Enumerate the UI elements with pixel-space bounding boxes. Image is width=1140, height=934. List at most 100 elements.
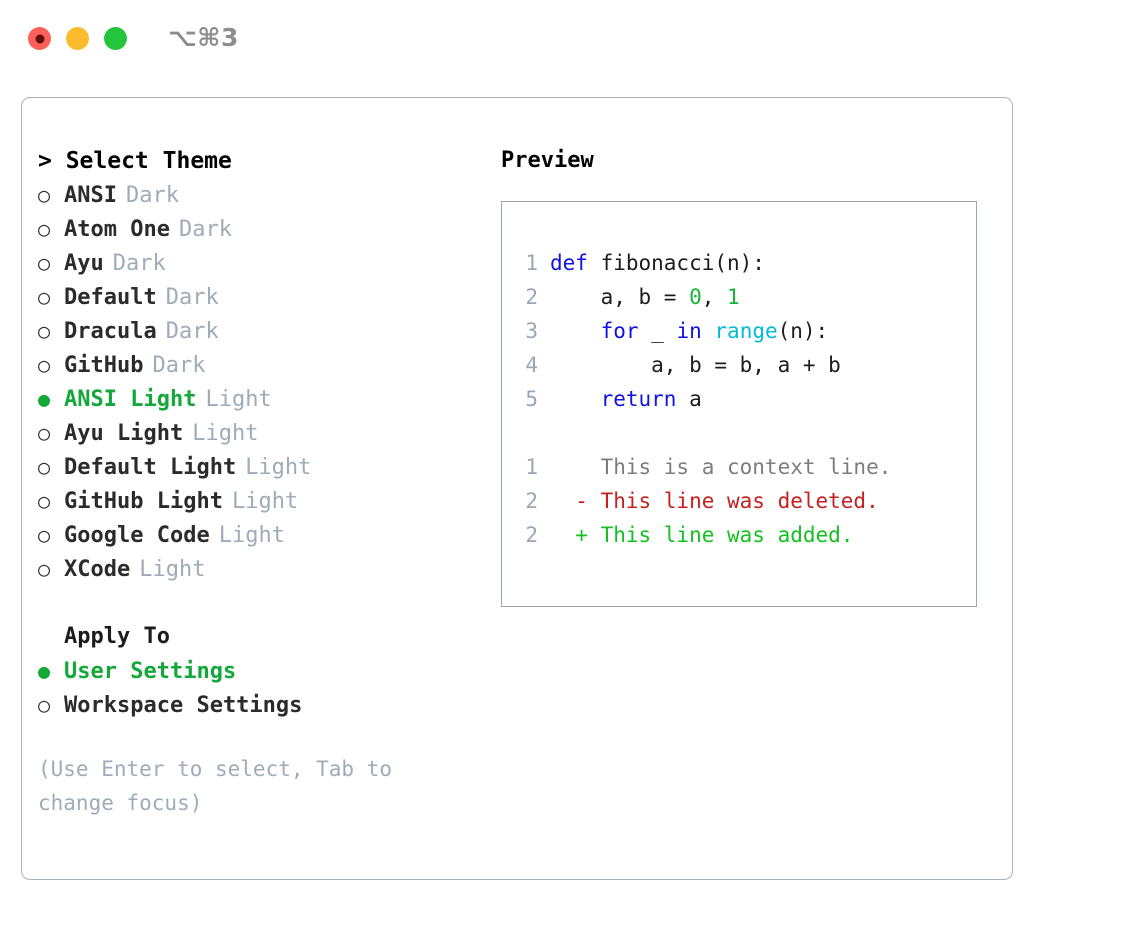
- theme-option-label: Google Code: [64, 523, 210, 548]
- theme-option-github[interactable]: ○ GitHub Dark: [38, 348, 478, 382]
- radio-selected-icon: ●: [38, 387, 51, 411]
- apply-to-option-label: User Settings: [64, 659, 237, 684]
- theme-option-label: ANSI: [64, 183, 117, 208]
- diff-line-text: + This line was added.: [550, 523, 854, 547]
- diff-line-context: 1 This is a context line.: [502, 450, 976, 484]
- theme-option-category: Dark: [165, 285, 219, 310]
- code-token-plain: ,: [701, 285, 728, 309]
- apply-to-option-list: ● User Settings ○Workspace Settings: [38, 654, 478, 722]
- code-token-plain: a: [676, 387, 702, 411]
- diff-line-number: 2: [525, 489, 538, 513]
- code-diff-spacer: [502, 416, 976, 450]
- theme-option-label: GitHub: [64, 353, 144, 378]
- apply-to-option-workspace-settings[interactable]: ○Workspace Settings: [38, 688, 478, 722]
- theme-option-ansi-light[interactable]: ● ANSI Light Light: [38, 382, 478, 416]
- code-token-plain: [550, 319, 601, 343]
- code-token-plain: a, b =: [550, 285, 690, 309]
- theme-option-category: Light: [231, 489, 299, 514]
- apply-to-option-user-settings[interactable]: ● User Settings: [38, 654, 478, 688]
- code-token-kw: return: [600, 387, 677, 411]
- diff-line-number: 2: [525, 523, 538, 547]
- theme-option-category: Dark: [165, 319, 219, 344]
- radio-selected-icon: ●: [38, 659, 51, 683]
- theme-option-label: Ayu Light: [64, 421, 184, 446]
- radio-unselected-icon: ○: [38, 353, 51, 377]
- code-line-number: 5: [525, 387, 538, 411]
- theme-option-category: Light: [205, 387, 272, 412]
- code-line: 2 a, b = 0, 1: [502, 280, 976, 314]
- radio-unselected-icon: ○: [38, 183, 51, 207]
- code-line: 3 for _ in range(n):: [502, 314, 976, 348]
- theme-option-label: Dracula: [64, 319, 157, 344]
- code-line-text: def fibonacci(n):: [550, 246, 765, 280]
- code-token-plain: [550, 387, 601, 411]
- theme-option-label: Ayu: [64, 251, 104, 276]
- select-theme-heading: > Select Theme: [38, 148, 232, 174]
- code-token-kw: def: [550, 251, 601, 275]
- code-token-kw: in: [676, 319, 702, 343]
- theme-option-category: Dark: [178, 217, 232, 242]
- keyboard-shortcut-label: ⌥⌘3: [168, 23, 239, 52]
- code-line-text: for _ in range(n):: [550, 314, 829, 348]
- section-spacer: [38, 586, 478, 620]
- diff-line-text: This is a context line.: [550, 455, 892, 479]
- code-token-kw: for: [600, 319, 639, 343]
- theme-option-category: Light: [245, 455, 312, 480]
- diff-line-del: 2 - This line was deleted.: [502, 484, 976, 518]
- title-bar: ⌥⌘3: [0, 0, 1140, 78]
- theme-option-category: Dark: [125, 183, 179, 208]
- code-token-plain: _: [638, 319, 677, 343]
- radio-unselected-icon: ○: [38, 489, 51, 513]
- code-line-number: 4: [525, 353, 538, 377]
- code-token-plain: (n):: [777, 319, 829, 343]
- radio-unselected-icon: ○: [38, 217, 51, 241]
- radio-unselected-icon: ○: [38, 285, 51, 309]
- code-token-plain: fibonacci(n):: [600, 251, 765, 275]
- minimize-button-icon[interactable]: [66, 27, 89, 50]
- code-line-text: a, b = b, a + b: [550, 348, 841, 382]
- theme-option-label: Atom One: [64, 217, 170, 242]
- diff-line-add: 2 + This line was added.: [502, 518, 976, 552]
- keyboard-hint-text: (Use Enter to select, Tab to change focu…: [38, 757, 405, 815]
- theme-option-default[interactable]: ○ Default Dark: [38, 280, 478, 314]
- diff-line-text: - This line was deleted.: [550, 489, 879, 513]
- close-button-icon[interactable]: [28, 27, 51, 50]
- theme-option-category: Light: [139, 557, 206, 582]
- maximize-button-icon[interactable]: [104, 27, 127, 50]
- theme-option-category: Dark: [152, 353, 206, 378]
- code-line-number: 1: [525, 251, 538, 275]
- code-token-plain: [702, 319, 715, 343]
- code-token-fn: range: [714, 319, 778, 343]
- diff-sample: 1 This is a context line.2 - This line w…: [502, 450, 976, 552]
- window-controls: [28, 27, 127, 50]
- code-line-number: 2: [525, 285, 538, 309]
- theme-option-dracula[interactable]: ○ Dracula Dark: [38, 314, 478, 348]
- theme-option-label: ANSI Light: [64, 387, 197, 412]
- theme-option-label: Default Light: [64, 455, 237, 480]
- radio-unselected-icon: ○: [38, 693, 51, 717]
- radio-unselected-icon: ○: [38, 319, 51, 343]
- diff-line-number: 1: [525, 455, 538, 479]
- theme-option-ansi[interactable]: ○ ANSI Dark: [38, 178, 478, 212]
- theme-option-atom-one[interactable]: ○ Atom One Dark: [38, 212, 478, 246]
- code-line-number: 3: [525, 319, 538, 343]
- code-token-num: 1: [727, 285, 740, 309]
- code-token-num: 0: [689, 285, 702, 309]
- theme-option-category: Dark: [112, 251, 166, 276]
- code-line: 5 return a: [502, 382, 976, 416]
- theme-option-label: Default: [64, 285, 157, 310]
- code-line: 4 a, b = b, a + b: [502, 348, 976, 382]
